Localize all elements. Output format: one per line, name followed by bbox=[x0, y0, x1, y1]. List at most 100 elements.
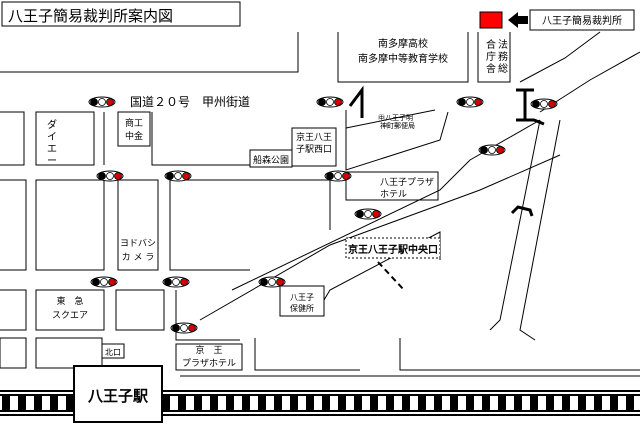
label-plaza-1: 八王子プラザ bbox=[380, 177, 434, 188]
rail-tie bbox=[386, 396, 394, 410]
svg-text:エ: エ bbox=[47, 144, 57, 155]
road-ne-2 bbox=[539, 51, 640, 113]
label-shoko-1: 商工 bbox=[125, 117, 143, 129]
block-tokyu bbox=[35, 289, 105, 331]
label-keio-plaza-1: 京 王 bbox=[195, 344, 222, 356]
block-minami-tama bbox=[337, 32, 469, 83]
rail-tie bbox=[578, 396, 586, 410]
label-minami-tama-1: 南多摩高校 bbox=[378, 37, 428, 50]
traffic-signal-icon bbox=[530, 98, 558, 110]
traffic-signals bbox=[88, 96, 558, 334]
label-route20: 国道２０号 甲州街道 bbox=[130, 95, 250, 109]
svg-text:ダ: ダ bbox=[47, 118, 57, 131]
rail-tie bbox=[178, 396, 186, 410]
label-hokenjo-2: 保健所 bbox=[290, 303, 314, 313]
block-shoko bbox=[117, 111, 151, 147]
svg-text:イ: イ bbox=[47, 132, 57, 143]
label-tokyu-1: 東 急 bbox=[56, 295, 83, 307]
court-legend-label: 八王子簡易裁判所 bbox=[542, 14, 622, 27]
svg-text:総: 総 bbox=[498, 62, 508, 75]
road-ne-1 bbox=[519, 31, 601, 83]
rail-tie bbox=[434, 396, 442, 410]
block-b2 bbox=[115, 289, 165, 331]
block-godo-chosha bbox=[477, 32, 511, 83]
label-post-2: 神町郵便局 bbox=[380, 121, 415, 130]
label-godo-chosha: 合 法 庁 務 舎 総 bbox=[486, 38, 508, 75]
traffic-signal-icon bbox=[478, 144, 506, 156]
road-e-1 bbox=[489, 119, 541, 331]
block-c4 bbox=[399, 338, 640, 371]
rail-tie bbox=[194, 396, 202, 410]
block-far-left bbox=[0, 111, 25, 166]
traffic-signal-icon bbox=[354, 208, 382, 220]
station-label: 八王子駅 bbox=[87, 387, 149, 405]
rail-tie bbox=[2, 396, 10, 410]
rail-tie bbox=[562, 396, 570, 410]
rail-tie bbox=[18, 396, 26, 410]
rail-tie bbox=[450, 396, 458, 410]
rail-tie bbox=[226, 396, 234, 410]
rail-tie bbox=[306, 396, 314, 410]
rail-tie bbox=[162, 396, 170, 410]
traffic-signal-icon bbox=[324, 170, 352, 182]
road-e-2 bbox=[519, 119, 561, 341]
rail-tie bbox=[274, 396, 282, 410]
block-b3 bbox=[175, 290, 240, 341]
label-plaza-2: ホテル bbox=[380, 189, 407, 200]
block-keio-plaza bbox=[175, 343, 243, 371]
left-arrow-icon bbox=[508, 12, 528, 28]
svg-text:庁: 庁 bbox=[486, 50, 496, 63]
crosswalk-marks bbox=[348, 85, 545, 217]
rail-tie bbox=[466, 396, 474, 410]
label-daie: ダ イ エ ー bbox=[47, 118, 57, 167]
traffic-signal-icon bbox=[170, 322, 198, 334]
court-marker bbox=[479, 11, 503, 29]
rail-tie bbox=[546, 396, 554, 410]
svg-text:舎: 舎 bbox=[486, 63, 496, 75]
traffic-signal-icon bbox=[90, 276, 118, 288]
title-box bbox=[1, 1, 241, 27]
rail-tie bbox=[242, 396, 250, 410]
block-keio-west bbox=[291, 127, 337, 167]
rail-tie bbox=[402, 396, 410, 410]
block-b bbox=[151, 112, 250, 166]
rail-tie bbox=[258, 396, 266, 410]
block-yodobashi bbox=[117, 179, 159, 271]
rail-tie bbox=[66, 396, 74, 410]
block-ll-2 bbox=[35, 179, 105, 271]
block-c2 bbox=[35, 337, 103, 369]
traffic-signal-icon bbox=[316, 96, 344, 108]
svg-text:務: 務 bbox=[498, 50, 508, 63]
rail-tie bbox=[354, 396, 362, 410]
rail-tie bbox=[594, 396, 602, 410]
rail-tie bbox=[370, 396, 378, 410]
label-kitaguchi: 北口 bbox=[105, 348, 121, 357]
traffic-signal-icon bbox=[164, 170, 192, 182]
rail-tie bbox=[530, 396, 538, 410]
rail-tie bbox=[626, 396, 634, 410]
block-c3 bbox=[254, 338, 360, 371]
rail-tie bbox=[338, 396, 346, 410]
rail-tie bbox=[610, 396, 618, 410]
svg-text:ー: ー bbox=[47, 156, 57, 167]
label-keio-west-2: 子駅西口 bbox=[296, 144, 332, 155]
block-c1 bbox=[0, 337, 27, 369]
label-keio-plaza-2: プラザホテル bbox=[182, 358, 236, 369]
keio-exit-path bbox=[377, 261, 405, 291]
svg-text:合: 合 bbox=[486, 38, 496, 51]
label-funamori: 船森公園 bbox=[253, 154, 289, 166]
keio-central-label: 京王八王子駅中央口 bbox=[348, 243, 438, 256]
label-keio-west-1: 京王八王 bbox=[296, 131, 332, 143]
rail-tie bbox=[34, 396, 42, 410]
boulevard-n bbox=[231, 119, 541, 291]
block-plaza bbox=[345, 171, 439, 201]
rail-tie bbox=[50, 396, 58, 410]
traffic-signal-icon bbox=[162, 276, 190, 288]
block-c bbox=[345, 111, 449, 171]
block-ll-1 bbox=[0, 179, 27, 271]
block-daie bbox=[35, 111, 95, 166]
map-title: 八王子簡易裁判所案内図 bbox=[8, 7, 173, 25]
court-legend-box bbox=[529, 9, 635, 31]
